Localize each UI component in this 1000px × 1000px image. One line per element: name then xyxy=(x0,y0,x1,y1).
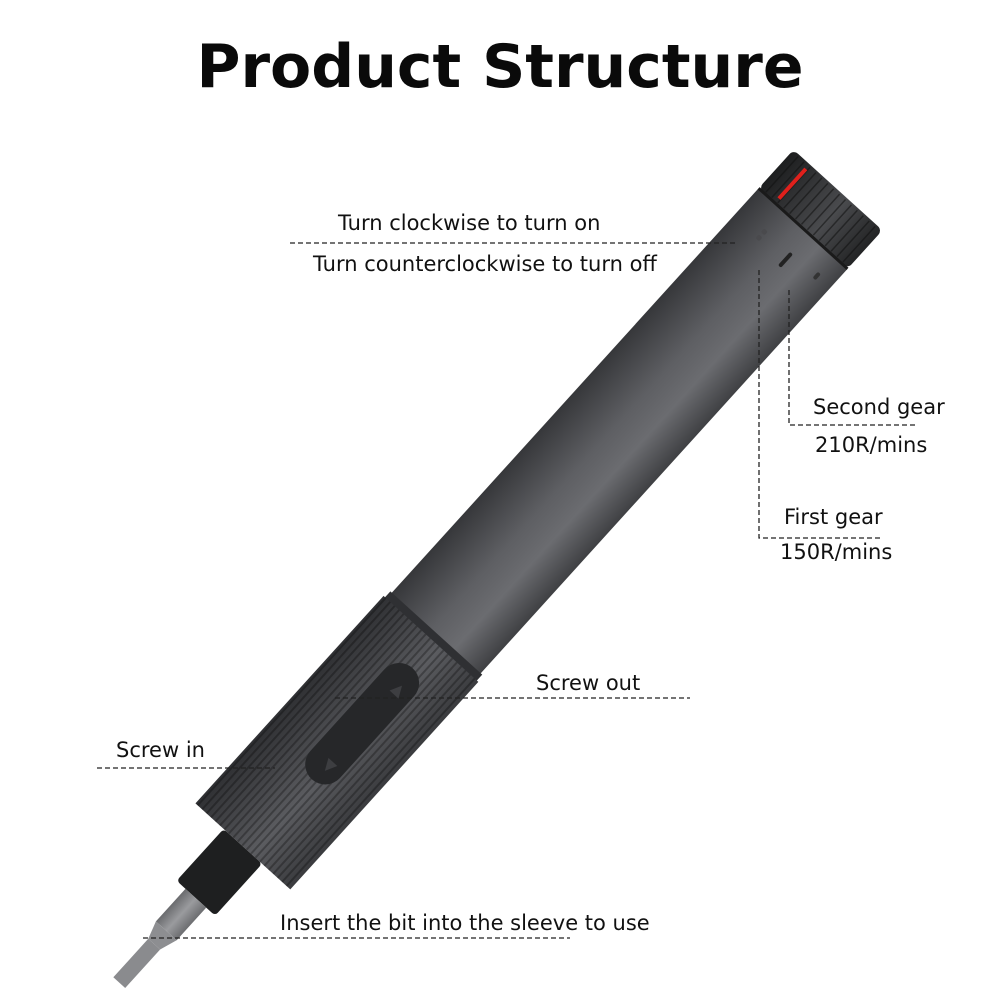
power-dial xyxy=(761,152,880,267)
screwdriver-bit xyxy=(113,888,207,989)
indicator-stripe xyxy=(777,167,808,200)
second-gear-mark-2 xyxy=(756,235,762,241)
bit-sleeve xyxy=(178,830,261,915)
first-gear-mark xyxy=(778,252,793,268)
second-gear-speed: 210R/mins xyxy=(815,433,928,457)
main-body xyxy=(389,188,848,677)
page-title: Product Structure xyxy=(196,32,804,102)
screw-in-arrow-icon xyxy=(324,757,338,771)
insert-bit-label: Insert the bit into the sleeve to use xyxy=(280,911,650,935)
second-gear-mark xyxy=(761,229,768,235)
screw-in-label: Screw in xyxy=(116,738,205,762)
direction-switch xyxy=(305,662,420,785)
screw-out-arrow-icon xyxy=(389,685,403,699)
second-gear-label: Second gear xyxy=(813,395,945,419)
first-gear-label: First gear xyxy=(784,505,883,529)
power-off-label: Turn counterclockwise to turn off xyxy=(313,252,657,276)
first-gear-speed: 150R/mins xyxy=(780,540,893,564)
power-on-label: Turn clockwise to turn on xyxy=(338,211,601,235)
screw-out-label: Screw out xyxy=(536,671,641,695)
